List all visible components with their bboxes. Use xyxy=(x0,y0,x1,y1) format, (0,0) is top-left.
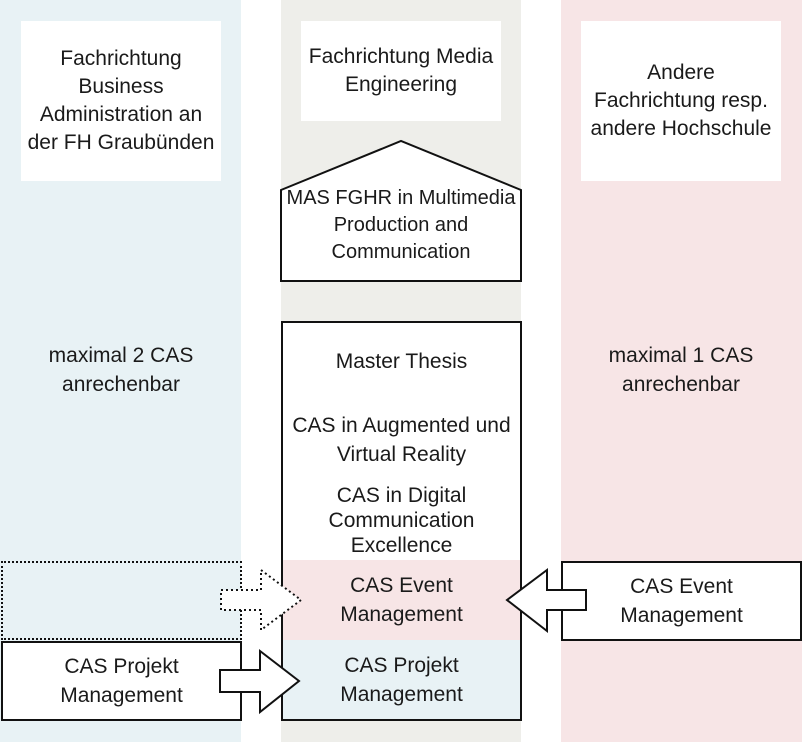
source-cas-event-management: CAS Event Management xyxy=(561,561,802,641)
stack-cas-projekt-management: CAS Projekt Management xyxy=(281,640,522,721)
arrow-left-event-management xyxy=(505,568,587,634)
header-business-administration: Fachrichtung Business Administration an … xyxy=(21,21,221,181)
note-max-1-cas: maximal 1 CAS anrechenbar xyxy=(608,344,754,396)
note-max-2-cas: maximal 2 CAS anrechenbar xyxy=(48,344,194,396)
source-cas-projekt-management: CAS Projekt Management xyxy=(1,641,242,721)
degree-pentagon-shape xyxy=(280,139,522,282)
stack-cas-event-management: CAS Event Management xyxy=(281,560,522,642)
header-media-engineering: Fachrichtung Media Engineering xyxy=(301,21,501,121)
arrow-right-projekt-management xyxy=(219,648,301,715)
degree-title: MAS FGHR in Multimedia Production and Co… xyxy=(286,186,516,263)
header-other-program: Andere Fachrichtung resp. andere Hochsch… xyxy=(581,21,781,181)
stack-master-thesis: Master Thesis xyxy=(281,321,522,402)
dotted-arrow-right xyxy=(220,568,303,632)
stack-cas-augmented-virtual-reality: CAS in Augmented und Virtual Reality xyxy=(281,400,522,482)
